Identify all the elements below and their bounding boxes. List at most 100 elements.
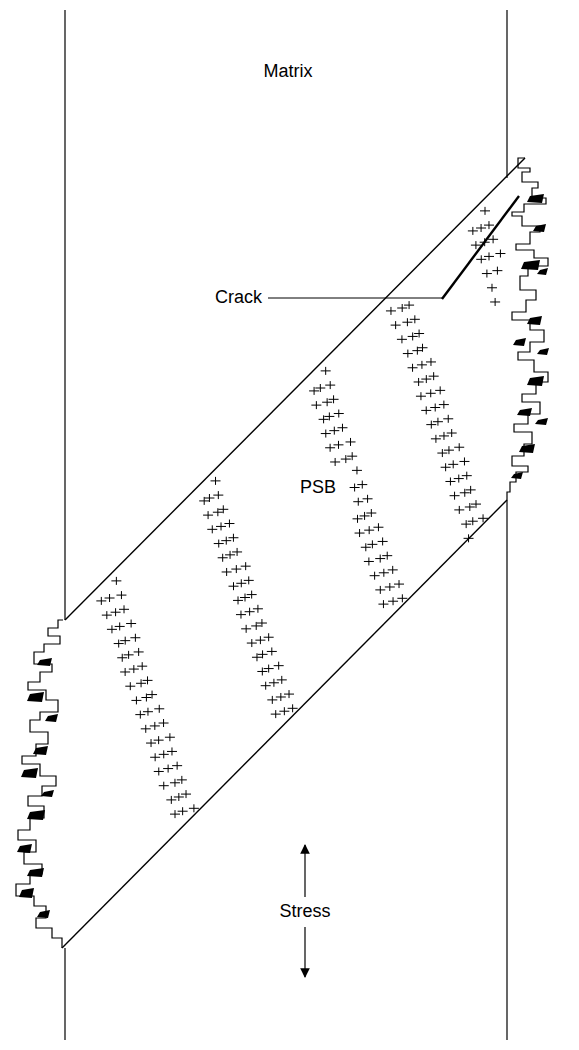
dislocation-mark — [120, 668, 130, 676]
dislocation-mark — [363, 495, 373, 503]
dislocation-mark — [435, 386, 445, 394]
dislocation-mark — [137, 662, 147, 670]
dislocation-mark — [388, 566, 398, 574]
dislocation-mark — [324, 412, 334, 420]
dislocation-mark — [391, 321, 401, 329]
dislocation-mark — [177, 776, 187, 784]
dislocation-mark — [116, 591, 126, 599]
dislocation-mark — [154, 767, 164, 775]
dislocation-mark — [410, 315, 420, 323]
band-label: PSB — [298, 477, 338, 499]
dislocation-mark — [167, 747, 177, 755]
dislocation-mark — [204, 494, 214, 502]
dislocation-mark — [416, 392, 426, 400]
dislocation-mark — [143, 708, 153, 716]
dislocation-mark — [181, 790, 191, 798]
dislocation-mark — [378, 537, 388, 545]
dislocation-mark — [126, 620, 136, 628]
dislocation-mark — [231, 565, 241, 573]
dislocation-mark — [111, 577, 121, 585]
dislocation-mark — [417, 361, 427, 369]
dislocation-mark — [403, 350, 413, 358]
dislocation-mark — [418, 344, 428, 352]
extrusion-fill — [37, 910, 50, 918]
dislocation-mark — [154, 736, 164, 744]
crack — [442, 196, 519, 299]
dislocation-mark — [257, 619, 267, 627]
specimen-surface — [64, 948, 65, 1040]
extrusion-fill — [537, 348, 549, 355]
dislocation-mark — [378, 600, 388, 608]
dislocation-mark — [430, 404, 440, 412]
dislocation-mark — [218, 505, 228, 513]
dislocation-mark — [330, 458, 340, 466]
dislocation-mark — [397, 335, 407, 343]
extrusion-fill — [17, 844, 32, 853]
dislocation-mark — [426, 389, 436, 397]
specimen-surface — [506, 500, 507, 1040]
callout-label: Crack — [215, 288, 262, 308]
dislocation-mark — [147, 691, 157, 699]
leader-line — [268, 298, 442, 299]
dislocation-mark — [459, 457, 469, 465]
dislocation-mark — [277, 676, 287, 684]
specimen-surface — [506, 10, 507, 178]
dislocation-mark — [333, 441, 343, 449]
dislocation-mark — [454, 506, 464, 514]
extrusion-fill — [19, 888, 34, 898]
dislocation-mark — [315, 384, 325, 392]
slip-band: PSB — [15, 150, 560, 960]
dislocation-mark — [159, 719, 169, 727]
dislocation-mark — [448, 460, 458, 468]
dislocation-mark — [471, 500, 481, 508]
dislocation-mark — [224, 520, 234, 528]
dislocation-mark — [367, 540, 377, 548]
dislocation-mark — [357, 481, 367, 489]
dislocation-mark — [337, 424, 347, 432]
dislocation-mark — [236, 611, 246, 619]
stress-arrow — [304, 845, 305, 897]
dislocation-mark — [119, 605, 129, 613]
dislocation-mark — [105, 594, 115, 602]
extrusion-fill — [27, 810, 45, 820]
dislocation-mark — [213, 491, 223, 499]
dislocation-mark — [346, 438, 356, 446]
dislocation-mark — [421, 406, 431, 414]
dislocation-mark — [267, 696, 277, 704]
dislocation-mark — [264, 665, 274, 673]
dislocation-mark — [288, 704, 298, 712]
dislocation-mark — [150, 722, 160, 730]
dislocation-mark — [241, 625, 251, 633]
dislocation-mark — [375, 586, 385, 594]
dislocation-mark — [480, 207, 490, 215]
extrusion-outline — [16, 620, 63, 948]
dislocation-mark — [178, 807, 188, 815]
dislocation-mark — [388, 597, 398, 605]
dislocation-mark — [247, 639, 257, 647]
dislocation-mark — [125, 682, 135, 690]
dislocation-mark — [120, 637, 130, 645]
dislocation-mark — [207, 525, 217, 533]
extrusion-fill — [527, 194, 544, 203]
dislocation-mark — [154, 705, 164, 713]
leaders — [268, 298, 442, 977]
dislocation-mark — [385, 583, 395, 591]
dislocation-mark — [102, 611, 112, 619]
dislocation-mark — [159, 782, 169, 790]
dislocation-mark — [321, 430, 331, 438]
dislocation-mark — [325, 381, 335, 389]
stress-label: Stress — [279, 902, 330, 922]
dislocation-mark — [253, 605, 263, 613]
crack-line — [442, 196, 519, 299]
dislocation-mark — [329, 395, 339, 403]
extrusion-fill — [521, 260, 540, 270]
dislocation-mark — [311, 401, 321, 409]
dislocation-mark — [284, 690, 294, 698]
dislocation-mark — [466, 486, 476, 494]
extrusion-fill — [511, 472, 523, 479]
dislocation-mark — [244, 576, 254, 584]
dislocation-mark — [228, 534, 238, 542]
dislocation-mark — [355, 529, 365, 537]
dislocation-mark — [408, 364, 418, 372]
dislocation-mark — [172, 762, 182, 770]
